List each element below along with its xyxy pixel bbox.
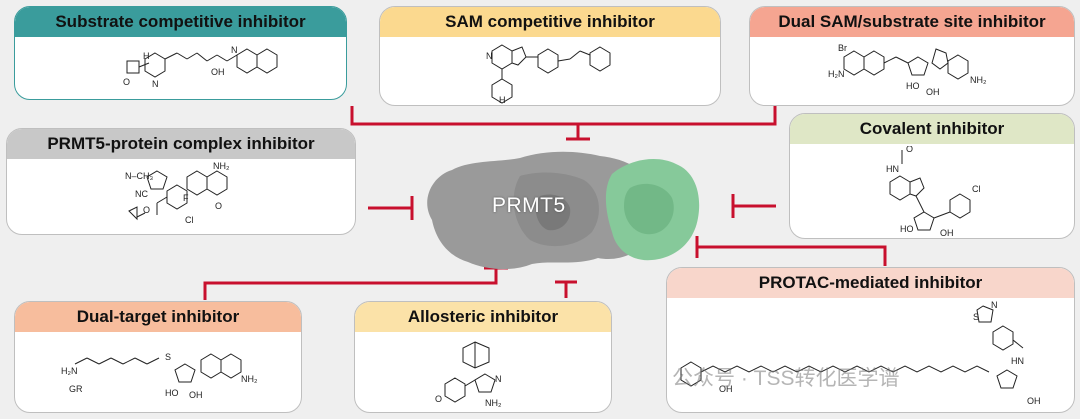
- cx-label-nch3: N–CH₃: [125, 171, 154, 181]
- cov-label-cl: Cl: [972, 184, 981, 194]
- molecule-covalent: O HN Cl HO OH: [886, 146, 981, 238]
- pr-label-oh2: OH: [1027, 396, 1041, 406]
- al-label-nh2: NH₂: [485, 398, 502, 408]
- card-sam-competitive: SAM competitive inhibitor N H: [379, 6, 721, 106]
- card-header: SAM competitive inhibitor: [380, 7, 720, 37]
- card-header: PRMT5-protein complex inhibitor: [7, 129, 355, 159]
- cx-label-f: F: [183, 193, 189, 203]
- cx-label-o: O: [143, 205, 150, 215]
- card-header: Covalent inhibitor: [790, 114, 1074, 144]
- connector-bottom-left: [203, 268, 498, 300]
- protein-gray-dark: [535, 194, 571, 231]
- molecule-allosteric: O N NH₂: [435, 341, 502, 408]
- card-dual-site: Dual SAM/substrate site inhibitor Br H₂N…: [749, 6, 1075, 106]
- al-label-o: O: [435, 394, 442, 404]
- dual-label-oh: OH: [926, 87, 940, 97]
- molecule-substrate: O H N OH N: [123, 45, 278, 89]
- card-header: PROTAC-mediated inhibitor: [667, 268, 1074, 298]
- card-header: Allosteric inhibitor: [355, 302, 611, 332]
- protein-gray-domain: [427, 151, 650, 270]
- protein-gray-shade: [513, 172, 599, 247]
- cx-label-cl: Cl: [185, 215, 194, 225]
- protein-label: PRMT5: [492, 194, 566, 217]
- pr-label-n: N: [991, 300, 998, 310]
- dual-label-nh2: NH₂: [970, 75, 987, 85]
- molecule-dual-target: H₂N GR S NH₂ HO OH: [61, 352, 258, 400]
- inhibit-connectors: [203, 106, 887, 300]
- cov-label-ho: HO: [900, 224, 914, 234]
- dual-label-br: Br: [838, 43, 847, 53]
- card-header: Dual-target inhibitor: [15, 302, 301, 332]
- cov-label-hn: HN: [886, 164, 899, 174]
- watermark: 公众号 · TSS转化医学谱: [672, 367, 900, 390]
- cov-label-o: O: [906, 146, 913, 154]
- sub-label-h: H: [143, 51, 150, 61]
- dt-label-h2n: H₂N: [61, 366, 78, 376]
- card-protac: PROTAC-mediated inhibitor S N HN OH OH: [666, 267, 1075, 413]
- prmt5-protein: [427, 151, 700, 270]
- connector-protac: [697, 245, 887, 266]
- dt-label-s: S: [165, 352, 171, 362]
- dual-label-ho: HO: [906, 81, 920, 91]
- connector-top: [350, 106, 777, 139]
- molecule-complex: NH₂ N–CH₃ NC F O Cl O: [125, 161, 230, 225]
- dt-label-gr: GR: [69, 384, 83, 394]
- card-allosteric: Allosteric inhibitor O N NH₂: [354, 301, 612, 413]
- protein-green-shade: [624, 183, 674, 235]
- card-substrate-competitive: Substrate competitive inhibitor O H N OH…: [14, 6, 347, 100]
- card-covalent: Covalent inhibitor O HN Cl HO OH: [789, 113, 1075, 239]
- dt-label-nh2: NH₂: [241, 374, 258, 384]
- dt-label-ho: HO: [165, 388, 179, 398]
- al-label-n: N: [495, 374, 502, 384]
- cov-label-oh: OH: [940, 228, 954, 238]
- molecule-sam: N H: [486, 44, 611, 105]
- card-dual-target: Dual-target inhibitor H₂N GR S NH₂ HO OH: [14, 301, 302, 413]
- sub-label-n: N: [152, 79, 159, 89]
- sub-label-o: O: [123, 77, 130, 87]
- dual-label-h2n: H₂N: [828, 69, 845, 79]
- cx-label-nc: NC: [135, 189, 148, 199]
- card-protein-complex: PRMT5-protein complex inhibitor NH₂ N–CH…: [6, 128, 356, 235]
- pr-label-hn: HN: [1011, 356, 1024, 366]
- card-header: Dual SAM/substrate site inhibitor: [750, 7, 1074, 37]
- molecule-dual-site: Br H₂N NH₂ HO OH: [828, 43, 987, 97]
- sam-label-n: N: [486, 51, 493, 61]
- pr-label-s: S: [973, 312, 979, 322]
- pr-label-oh: OH: [719, 384, 733, 394]
- cx-label-nh2: NH₂: [213, 161, 230, 171]
- sam-label-h: H: [499, 95, 506, 105]
- dt-label-oh: OH: [189, 390, 203, 400]
- sub-label-n2: N: [231, 45, 238, 55]
- card-header: Substrate competitive inhibitor: [15, 7, 346, 37]
- sub-label-oh: OH: [211, 67, 225, 77]
- molecule-protac: S N HN OH OH: [680, 300, 1041, 406]
- cx-label-o2: O: [215, 201, 222, 211]
